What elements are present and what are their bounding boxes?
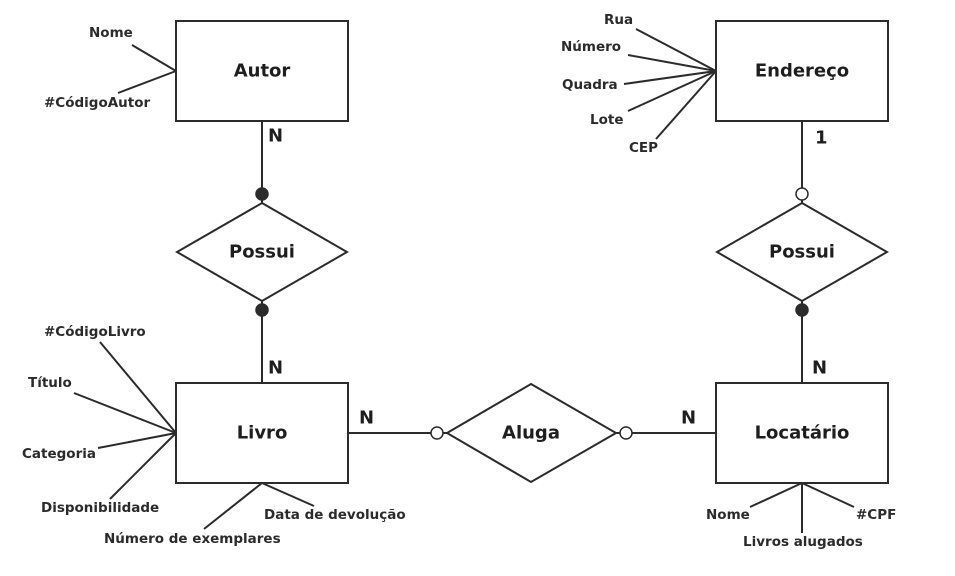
attr-line-endereco-quadra — [623, 70, 717, 85]
entity-locatario[interactable]: Locatário — [715, 382, 889, 484]
attr-line-livro-titulo — [73, 392, 177, 434]
entity-endereco-box — [715, 20, 889, 122]
attribute-livro-categoria: Categoria — [22, 446, 96, 462]
relationship-possui-autor-livro[interactable]: Possui — [174, 201, 350, 303]
relationship-aluga-label: Aluga — [502, 423, 560, 444]
relationship-possui-autor-livro-label: Possui — [229, 242, 295, 263]
entity-livro-box — [175, 382, 349, 484]
attr-line-livro-disponibilidade — [109, 432, 177, 500]
cardinality-locatario-aluga: N — [681, 408, 696, 429]
entity-locatario-label: Locatário — [755, 423, 850, 444]
attribute-autor-nome: Nome — [89, 25, 133, 41]
attr-line-autor-codigo — [117, 70, 177, 94]
attr-line-livro-codigo — [99, 341, 177, 434]
participation-dot-locatario-possui — [795, 303, 809, 317]
entity-autor[interactable]: Autor — [175, 20, 349, 122]
relationship-aluga-diamond — [445, 382, 619, 484]
attribute-livro-exemplares: Número de exemplares — [104, 531, 281, 547]
entity-autor-label: Autor — [234, 61, 291, 82]
relationship-possui-autor-livro-diamond — [174, 201, 350, 303]
relationship-possui-endereco-locatario-diamond — [714, 201, 890, 303]
participation-dot-endereco-possui — [795, 187, 809, 201]
cardinality-livro-aluga: N — [359, 408, 374, 429]
attr-line-endereco-lote — [627, 70, 717, 112]
attribute-locatario-cpf: #CPF — [856, 507, 896, 523]
attribute-locatario-nome: Nome — [706, 507, 750, 523]
cardinality-locatario-possui: N — [812, 358, 827, 379]
entity-endereco[interactable]: Endereço — [715, 20, 889, 122]
attr-line-locatario-cpf — [801, 482, 855, 508]
entity-livro-label: Livro — [237, 423, 288, 444]
attr-line-endereco-rua — [635, 28, 717, 72]
participation-dot-livro-possui — [255, 303, 269, 317]
relationship-aluga[interactable]: Aluga — [445, 382, 619, 484]
attr-line-autor-nome — [131, 44, 177, 72]
attribute-livro-titulo: Título — [28, 375, 72, 391]
attr-line-locatario-nome — [749, 482, 803, 508]
attribute-endereco-numero: Número — [561, 39, 621, 55]
entity-autor-box — [175, 20, 349, 122]
attr-line-endereco-numero — [627, 54, 717, 72]
entity-endereco-label: Endereço — [755, 61, 849, 82]
participation-dot-livro-aluga — [430, 426, 444, 440]
attribute-livro-devolucao: Data de devolução — [264, 507, 406, 523]
participation-dot-autor-possui — [255, 187, 269, 201]
cardinality-livro-possui: N — [268, 358, 283, 379]
attribute-endereco-quadra: Quadra — [562, 77, 618, 93]
entity-livro[interactable]: Livro — [175, 382, 349, 484]
attribute-endereco-cep: CEP — [629, 140, 658, 156]
cardinality-endereco-possui: 1 — [815, 128, 828, 149]
attribute-endereco-lote: Lote — [590, 112, 624, 128]
attr-line-livro-devolucao — [261, 482, 315, 507]
attribute-locatario-livros: Livros alugados — [743, 534, 863, 550]
attr-line-livro-categoria — [97, 432, 177, 449]
relationship-possui-endereco-locatario[interactable]: Possui — [714, 201, 890, 303]
attribute-autor-codigo: #CódigoAutor — [44, 95, 151, 111]
attr-line-endereco-cep — [655, 70, 717, 140]
attribute-livro-disponibilidade: Disponibilidade — [41, 500, 159, 516]
attribute-livro-codigo: #CódigoLivro — [44, 324, 146, 340]
relationship-possui-endereco-locatario-label: Possui — [769, 242, 835, 263]
attribute-endereco-rua: Rua — [604, 12, 633, 28]
entity-locatario-box — [715, 382, 889, 484]
participation-dot-locatario-aluga — [619, 426, 633, 440]
cardinality-autor-possui: N — [268, 126, 283, 147]
attr-line-livro-exemplares — [203, 482, 263, 530]
